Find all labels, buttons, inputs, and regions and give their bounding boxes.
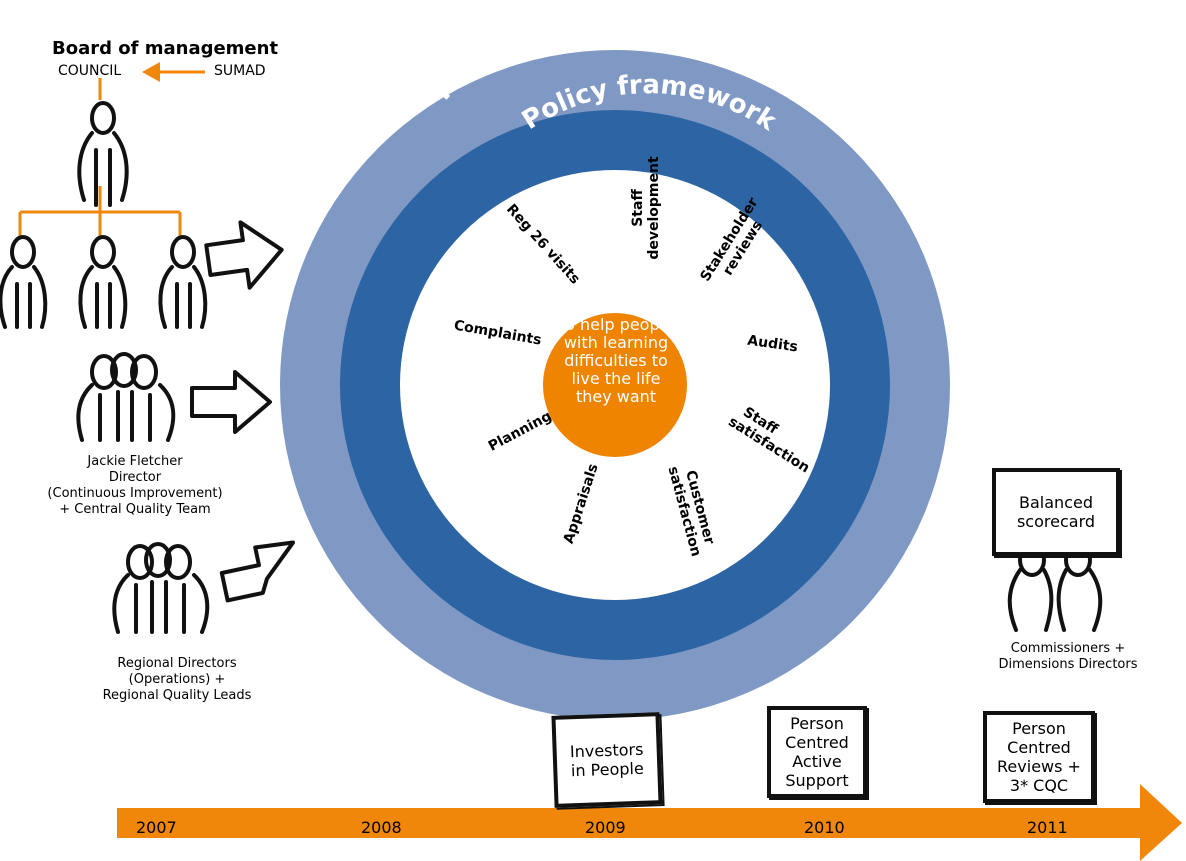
timeline-year-2007: 2007 — [136, 818, 177, 837]
hollow-arrow-icon — [204, 220, 284, 290]
sumad-label: SUMAD — [214, 63, 266, 79]
regional-group-icon — [112, 542, 210, 634]
commissioners-label: Commissioners + Dimensions Directors — [998, 641, 1138, 672]
council-label: COUNCIL — [58, 63, 122, 79]
timeline-arrow — [117, 784, 1182, 861]
hollow-arrow-icon — [219, 540, 296, 603]
timeline-year-2011: 2011 — [1027, 818, 1068, 837]
timeline-year-2008: 2008 — [361, 818, 402, 837]
core-mission-text: To help people with learning difficultie… — [558, 315, 674, 406]
svg-text:Staff: Staff — [630, 189, 646, 227]
central-team-label: Jackie Fletcher Director (Continuous Imp… — [47, 454, 223, 517]
timeline-year-2009: 2009 — [585, 818, 626, 837]
core-circle — [543, 313, 687, 457]
board-title: Board of management — [52, 38, 279, 59]
arrow-left-icon — [142, 62, 160, 82]
person-icon — [77, 101, 129, 207]
svg-text:development: development — [646, 156, 662, 260]
spoke-staff-development: Staff development — [630, 156, 662, 260]
hollow-arrow-icon — [190, 370, 272, 434]
org-connectors — [18, 70, 205, 236]
regional-team-label: Regional Directors (Operations) + Region… — [102, 656, 252, 703]
three-persons-icon — [0, 235, 208, 329]
group-icon — [76, 352, 176, 442]
timeline-year-2010: 2010 — [804, 818, 845, 837]
spoke-audits: Audits — [746, 333, 798, 356]
